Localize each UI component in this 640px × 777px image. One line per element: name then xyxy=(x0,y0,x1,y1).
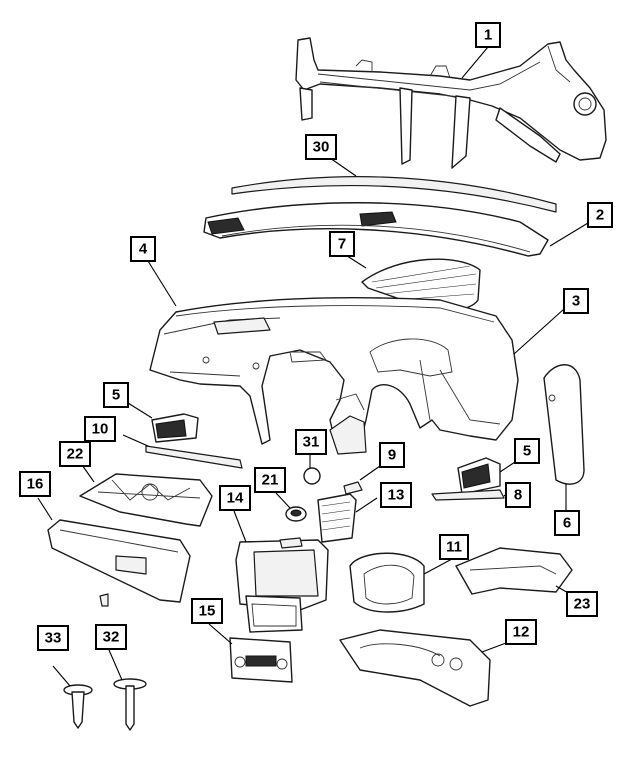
callout-32: 32 xyxy=(95,624,127,650)
callout-2-label: 2 xyxy=(596,207,604,224)
callout-31: 31 xyxy=(295,429,327,455)
callout-31-label: 31 xyxy=(303,434,320,451)
callout-15: 15 xyxy=(191,598,223,624)
callout-22-label: 22 xyxy=(67,446,84,463)
push-pin-fastener xyxy=(63,684,93,729)
switch-clip xyxy=(343,481,363,495)
callout-1-label: 1 xyxy=(484,27,492,44)
callout-8-label: 8 xyxy=(514,487,522,504)
callout-6: 6 xyxy=(554,510,580,536)
callout-14: 14 xyxy=(219,485,251,511)
air-duct xyxy=(455,547,573,595)
callout-12: 12 xyxy=(505,619,537,645)
callout-4: 4 xyxy=(130,236,156,262)
right-air-vent xyxy=(457,457,501,495)
callout-14-label: 14 xyxy=(227,490,244,507)
callout-32-label: 32 xyxy=(103,629,120,646)
column-opening-cover xyxy=(349,552,425,613)
callout-9-label: 9 xyxy=(388,447,396,464)
callout-11-label: 11 xyxy=(446,539,462,556)
knee-bolster-bracket xyxy=(79,473,213,527)
callout-9: 9 xyxy=(379,442,405,468)
callout-15-label: 15 xyxy=(199,603,216,620)
callout-13: 13 xyxy=(380,482,412,508)
center-stack-bezel xyxy=(235,537,329,611)
lower-instrument-panel xyxy=(339,629,491,707)
climate-control-panel xyxy=(229,637,293,683)
callout-3-label: 3 xyxy=(572,293,580,310)
callout-11: 11 xyxy=(439,534,469,560)
end-cap xyxy=(543,364,585,485)
grommet xyxy=(303,467,321,485)
bezel-strip xyxy=(145,445,243,469)
passenger-trim-strip xyxy=(431,489,505,501)
callout-5-left-label: 5 xyxy=(112,387,120,404)
callout-21: 21 xyxy=(254,467,286,493)
callout-30: 30 xyxy=(305,134,337,160)
instrument-panel-shell xyxy=(149,297,519,455)
callout-7: 7 xyxy=(329,231,355,257)
callout-2: 2 xyxy=(587,202,613,228)
glove-box-bumper xyxy=(99,593,109,607)
glove-box-door xyxy=(47,519,191,603)
callout-10-label: 10 xyxy=(92,421,109,438)
callout-23-label: 23 xyxy=(574,596,591,613)
callout-33-label: 33 xyxy=(45,630,62,647)
left-air-vent xyxy=(151,413,199,443)
radio-display xyxy=(245,595,303,633)
callout-13-label: 13 xyxy=(388,487,405,504)
callout-5-left: 5 xyxy=(103,382,129,408)
callout-7-label: 7 xyxy=(338,236,346,253)
callout-5-right: 5 xyxy=(514,438,540,464)
callout-21-label: 21 xyxy=(262,472,279,489)
switch-bank xyxy=(317,493,357,543)
callout-23: 23 xyxy=(566,591,598,617)
bolt-fastener xyxy=(113,678,147,731)
callout-6-label: 6 xyxy=(563,515,571,532)
callout-1: 1 xyxy=(475,22,501,48)
callout-5-right-label: 5 xyxy=(523,443,531,460)
cross-car-beam xyxy=(295,37,607,169)
callout-12-label: 12 xyxy=(513,624,530,641)
callout-16-label: 16 xyxy=(27,476,44,493)
callout-8: 8 xyxy=(505,482,531,508)
windshield-trim-strip xyxy=(231,176,557,213)
callout-16: 16 xyxy=(19,471,51,497)
start-switch xyxy=(285,506,307,522)
callout-3: 3 xyxy=(563,288,589,314)
callout-33: 33 xyxy=(37,625,69,651)
callout-22: 22 xyxy=(59,441,91,467)
leader-lines xyxy=(37,46,589,687)
callout-30-label: 30 xyxy=(313,139,330,156)
defroster-panel xyxy=(203,202,549,257)
callout-10: 10 xyxy=(84,416,116,442)
callout-4-label: 4 xyxy=(139,241,148,258)
